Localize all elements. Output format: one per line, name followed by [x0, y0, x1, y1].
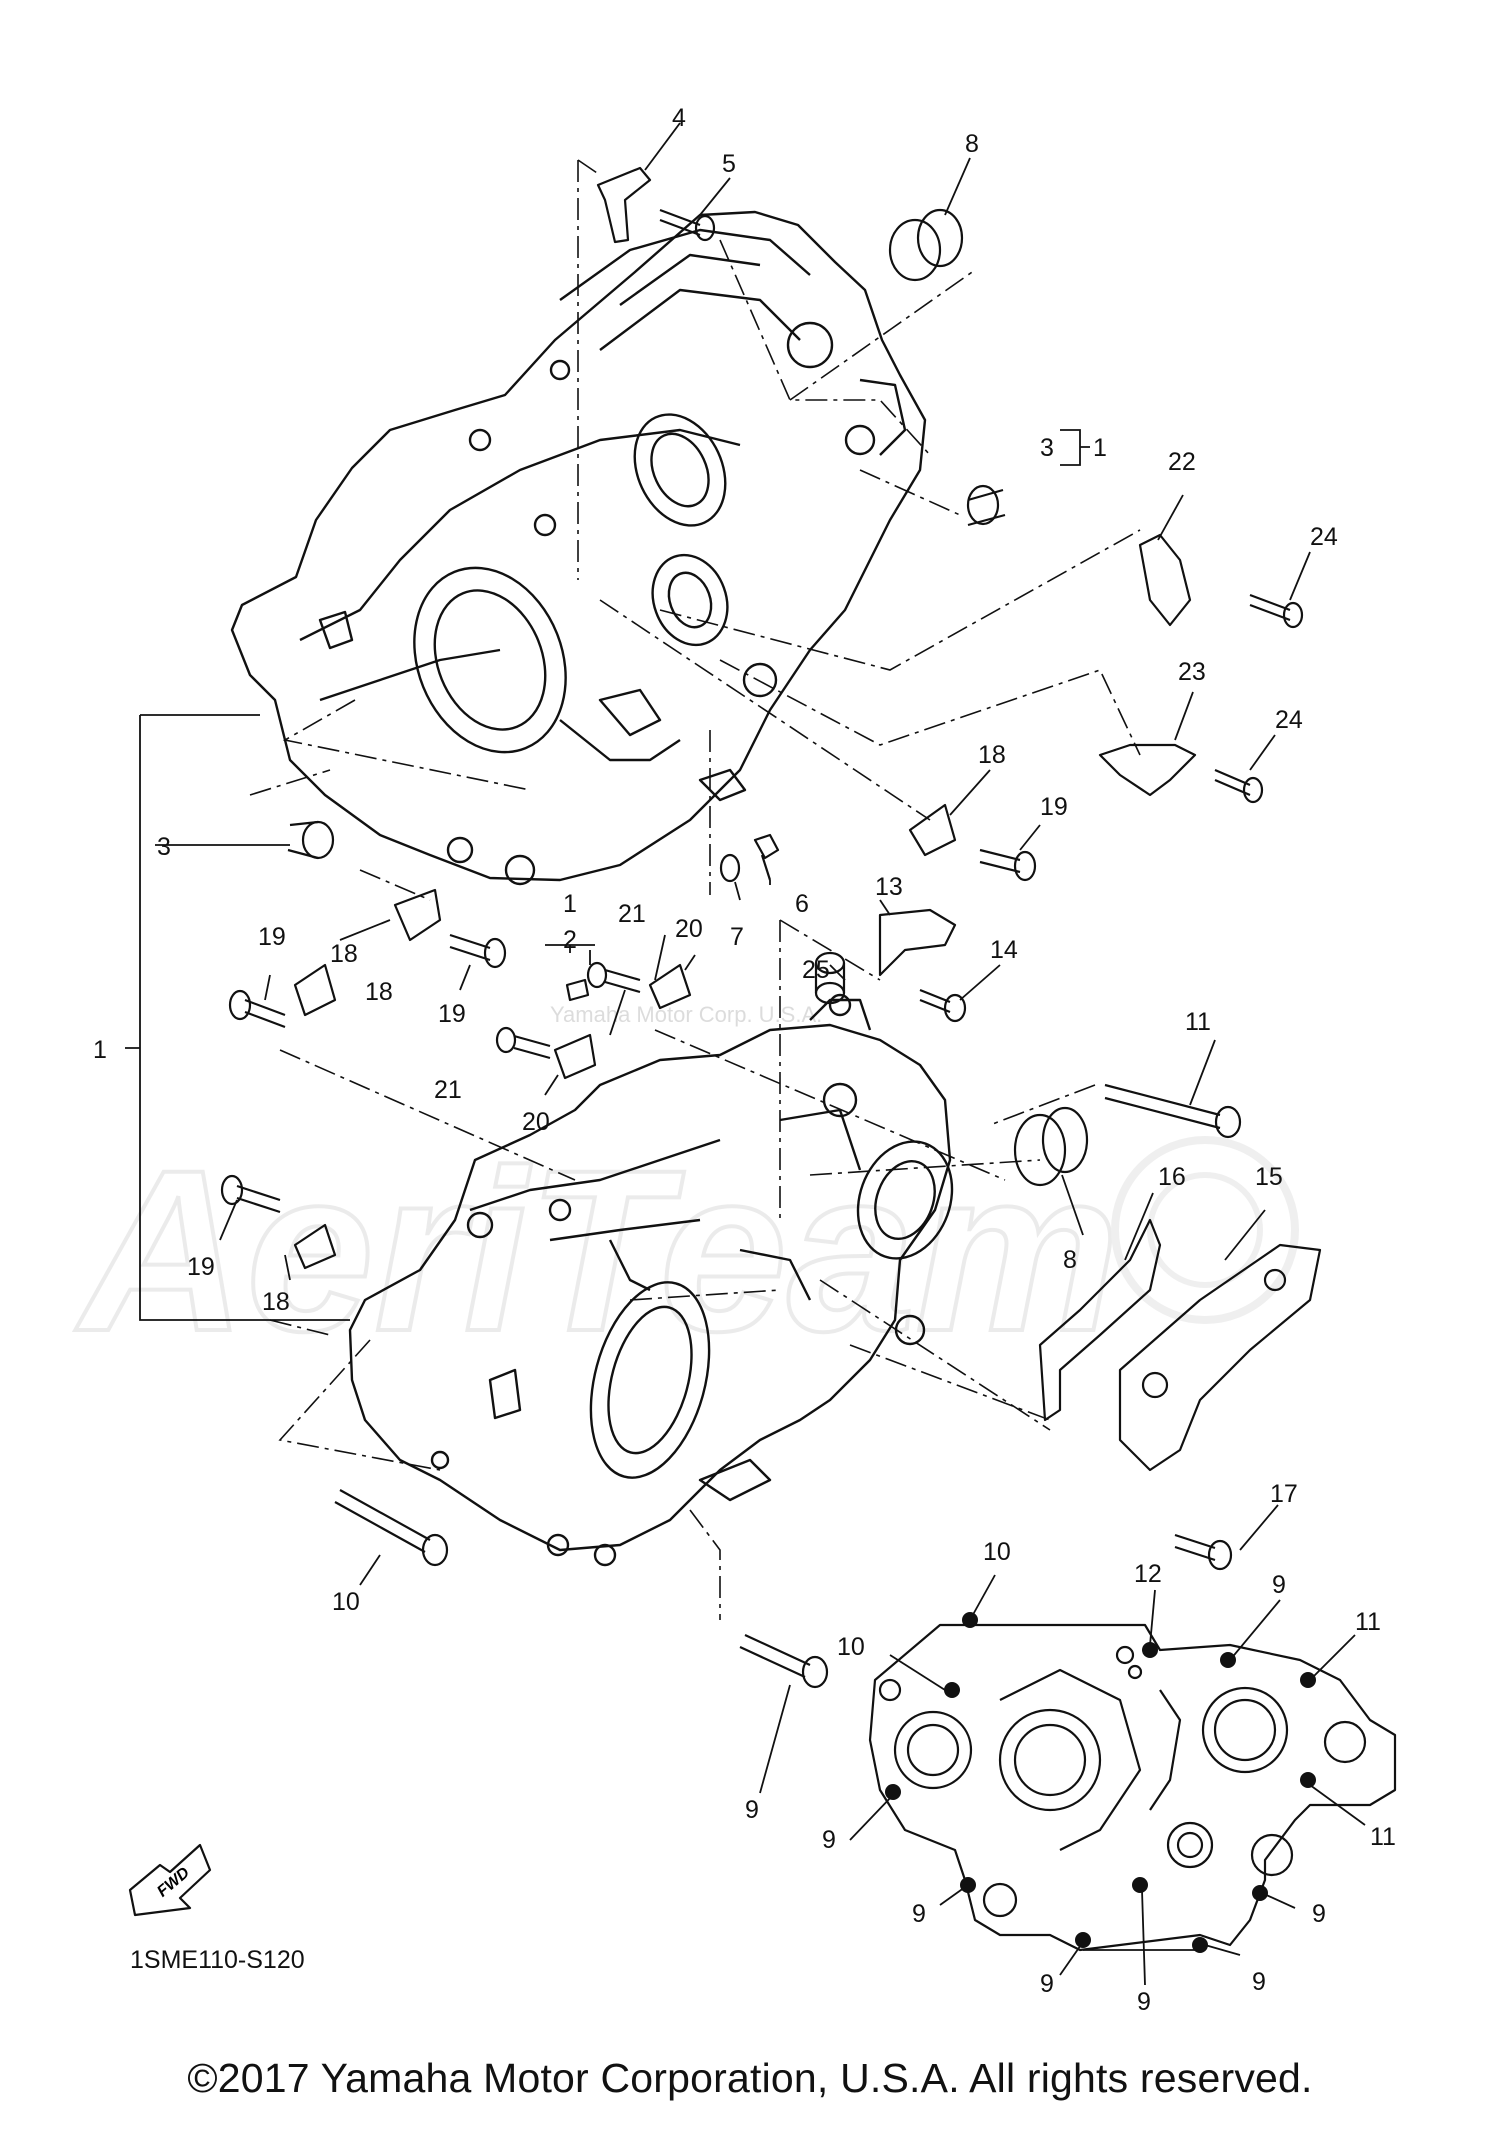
- label-3: 3: [157, 833, 171, 861]
- label-21: 21: [618, 900, 646, 928]
- part-11-bolt-top: [1104, 1083, 1242, 1139]
- label-19: 19: [438, 1000, 466, 1028]
- label-9: 9: [912, 1900, 926, 1928]
- part-10-bolt: [334, 1489, 449, 1567]
- copyright-notice: ©2017 Yamaha Motor Corporation, U.S.A. A…: [187, 2055, 1313, 2101]
- label-17: 17: [1270, 1480, 1298, 1508]
- label-11: 11: [1355, 1608, 1381, 1636]
- part-9-bolt: [739, 1634, 829, 1689]
- part-8-seal-top: [888, 208, 964, 282]
- label-11: 11: [1185, 1008, 1211, 1036]
- part-16-gasket: [1038, 1218, 1162, 1422]
- label-13: 13: [875, 873, 903, 901]
- label-1: 1: [1093, 434, 1107, 462]
- label-9: 9: [1312, 1900, 1326, 1928]
- label-21: 21: [434, 1076, 462, 1104]
- label-19: 19: [1040, 793, 1068, 821]
- part-20-plate-a: [648, 963, 692, 1010]
- label-1: 1: [563, 890, 577, 918]
- label-20: 20: [522, 1108, 550, 1136]
- alignment-lines: [249, 159, 1141, 1620]
- label-10: 10: [983, 1538, 1011, 1566]
- label-6: 6: [795, 890, 809, 918]
- code-label: 1SME110-S120: [130, 1946, 305, 1974]
- part-8-seal-mid: [1013, 1106, 1089, 1187]
- part-20-plate-b: [553, 1033, 597, 1080]
- label-9: 9: [822, 1826, 836, 1854]
- part-3-dowel-left: [287, 820, 335, 860]
- label-22: 22: [1168, 448, 1196, 476]
- part-24-bolt-b: [1214, 768, 1264, 804]
- label-18: 18: [262, 1288, 290, 1316]
- part-19-screw-a: [979, 848, 1037, 882]
- label-23: 23: [1178, 658, 1206, 686]
- part-15-cover: [1118, 1243, 1322, 1472]
- label-12: 12: [1134, 1560, 1162, 1588]
- label-10: 10: [332, 1588, 360, 1616]
- part-22-clamp: [1138, 533, 1192, 627]
- part-17-bolt: [1174, 1533, 1233, 1571]
- label-25: 25: [802, 956, 830, 984]
- part-2-pin: [565, 978, 590, 1002]
- crankcase-lower: [348, 993, 954, 1567]
- label-3: 3: [1040, 434, 1054, 462]
- label-9: 9: [1040, 1970, 1054, 1998]
- part-18-washer-c: [293, 963, 337, 1017]
- label-24: 24: [1310, 523, 1338, 551]
- label-9: 9: [1137, 1988, 1151, 2016]
- label-18: 18: [330, 940, 358, 968]
- part-21-screw-a: [586, 961, 641, 994]
- label-16: 16: [1158, 1163, 1186, 1191]
- label-7: 7: [730, 923, 744, 951]
- part-13-bracket: [878, 908, 957, 977]
- label-20: 20: [675, 915, 703, 943]
- part-18-washer-b: [393, 888, 442, 942]
- label-11: 11: [1370, 1823, 1396, 1851]
- watermark-logo: AeriTeam: [75, 1122, 1120, 1379]
- label-2: 2: [563, 926, 577, 954]
- part-24-bolt-a: [1249, 593, 1304, 629]
- label-8: 8: [1063, 1246, 1077, 1274]
- label-9: 9: [1272, 1571, 1286, 1599]
- part-23-clamp: [1098, 743, 1197, 797]
- crankcase-upper: [230, 210, 927, 886]
- part-3-dowel-top: [966, 484, 1006, 527]
- part-19-screw-c: [228, 989, 286, 1029]
- part-19-screw-d: [220, 1174, 281, 1214]
- part-21-screw-b: [495, 1026, 551, 1060]
- label-10: 10: [837, 1633, 865, 1661]
- inset-bolt-holes: [885, 1612, 1316, 1953]
- leader-lines: [125, 122, 1366, 1986]
- label-15: 15: [1255, 1163, 1283, 1191]
- watermark-text: Yamaha Motor Corp. U.S.A.: [550, 1002, 822, 1027]
- part-14-bolt: [919, 988, 967, 1023]
- part-18-washer-a: [908, 803, 957, 857]
- label-24: 24: [1275, 706, 1303, 734]
- label-14: 14: [990, 936, 1018, 964]
- label-18: 18: [365, 978, 393, 1006]
- part-6-bolt: [753, 833, 780, 881]
- part-labels: 4 5 8 3 1 22 24 23 24 18 19 3 6 7 13 1 2…: [93, 104, 1396, 2016]
- part-4-bracket: [596, 166, 652, 244]
- label-19: 19: [258, 923, 286, 951]
- part-19-screw-b: [449, 933, 507, 969]
- label-8: 8: [965, 130, 979, 158]
- parts: [128, 166, 1322, 1917]
- label-18: 18: [978, 741, 1006, 769]
- fwd-arrow-icon: [128, 1843, 212, 1917]
- label-1: 1: [93, 1036, 107, 1064]
- part-5-bolt: [659, 208, 716, 242]
- part-18-washer-d: [293, 1223, 337, 1270]
- label-9: 9: [1252, 1968, 1266, 1996]
- crankcase-inset-view: [868, 1623, 1397, 1952]
- label-9: 9: [745, 1796, 759, 1824]
- part-7-washer: [719, 853, 741, 883]
- label-5: 5: [722, 150, 736, 178]
- label-4: 4: [672, 104, 686, 132]
- label-19: 19: [187, 1253, 215, 1281]
